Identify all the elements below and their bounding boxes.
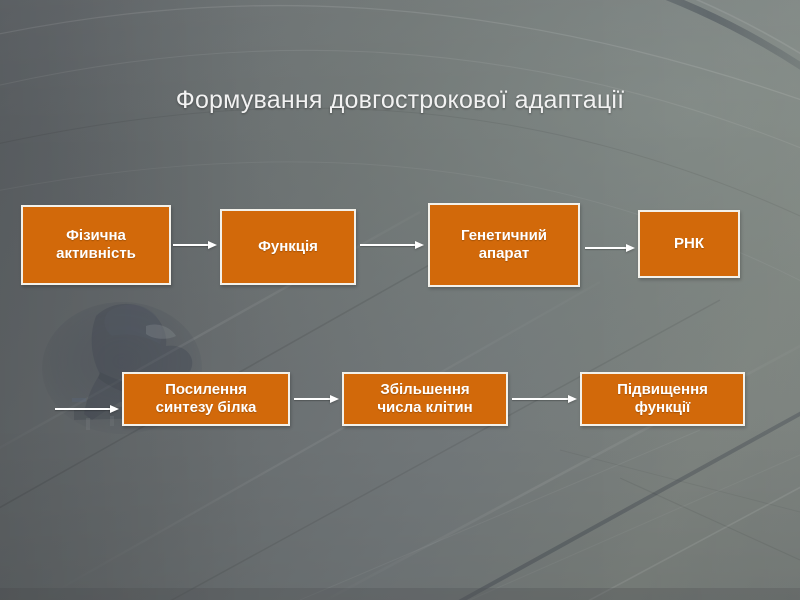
diagram-node-rnk[interactable]: РНК <box>638 210 740 278</box>
diagram-node-fizychna-aktyvnist[interactable]: Фізична активність <box>21 205 171 285</box>
diagram-node-label: Посилення синтезу білка <box>155 381 257 416</box>
diagram-arrow-syntez-klityny <box>294 394 339 404</box>
arrow-head-icon <box>330 394 339 403</box>
arrow-shaft <box>294 398 331 400</box>
diagram-node-funkciya[interactable]: Функція <box>220 209 356 285</box>
diagram-arrow-klityny-funkciya <box>512 394 577 404</box>
diagram-node-label: Генетичний апарат <box>460 227 548 262</box>
diagram-node-label: Функція <box>258 238 318 256</box>
arrow-shaft <box>360 244 416 246</box>
diagram-arrow-aparat-rnk <box>585 243 635 253</box>
diagram-node-pidvyshchennia-funkcii[interactable]: Підвищення функції <box>580 372 745 426</box>
arrow-head-icon <box>626 243 635 252</box>
diagram-node-henetychnyi-aparat[interactable]: Генетичний апарат <box>428 203 580 287</box>
diagram-arrow-into-syntez <box>55 404 119 414</box>
diagram-arrow-aktyvnist-funkciya <box>173 240 217 250</box>
diagram-node-label: Підвищення функції <box>617 381 708 416</box>
diagram-node-label: РНК <box>674 235 704 253</box>
arrow-head-icon <box>415 240 424 249</box>
arrow-head-icon <box>110 404 119 413</box>
arrow-shaft <box>55 408 111 410</box>
diagram-node-label: Фізична активність <box>56 227 136 262</box>
arrow-shaft <box>173 244 209 246</box>
diagram-node-label: Збільшення числа клітин <box>377 381 473 416</box>
arrow-head-icon <box>568 394 577 403</box>
arrow-shaft <box>512 398 569 400</box>
diagram-node-zbilshennia-chysla-klityn[interactable]: Збільшення числа клітин <box>342 372 508 426</box>
diagram-node-posylennia-syntezu-bilka[interactable]: Посилення синтезу білка <box>122 372 290 426</box>
slide-title: Формування довгострокової адаптації <box>175 86 625 114</box>
diagram-arrow-funkciya-aparat <box>360 240 424 250</box>
arrow-head-icon <box>208 240 217 249</box>
arrow-shaft <box>585 247 627 249</box>
